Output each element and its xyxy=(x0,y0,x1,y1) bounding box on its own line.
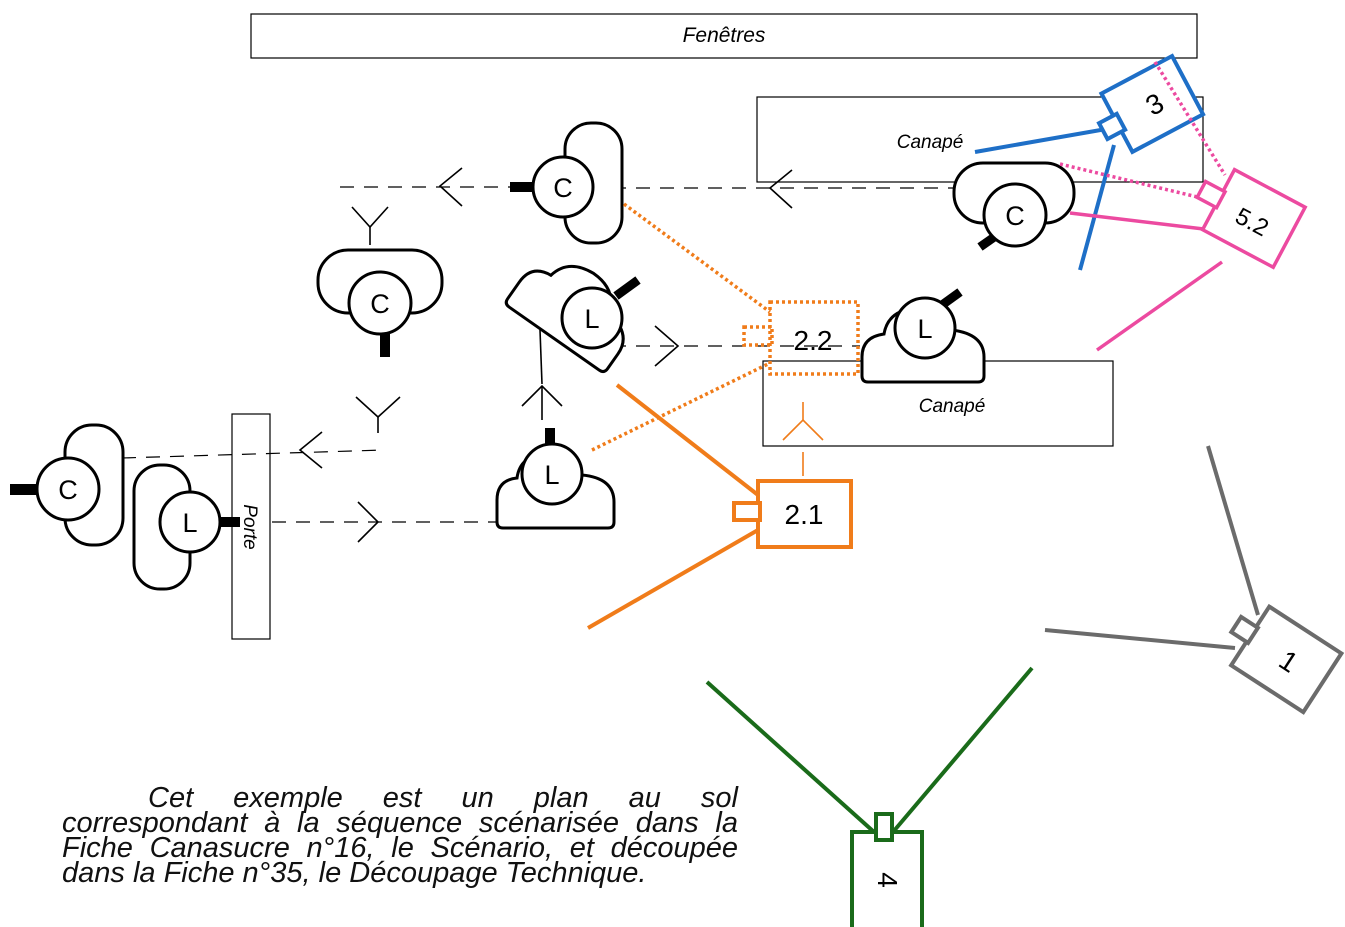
character-l: L xyxy=(495,428,616,530)
camera-4-label: 4 xyxy=(872,872,903,888)
chevron-down-icon xyxy=(351,206,389,229)
character-c: C xyxy=(316,248,444,357)
camera-2-2: 2.2 xyxy=(591,202,860,452)
character-c-label: C xyxy=(1005,201,1025,231)
chevron-right-icon xyxy=(357,501,380,543)
character-l-label: L xyxy=(917,314,932,344)
character-c-label: C xyxy=(553,173,573,203)
sofa-bottom-label: Canapé xyxy=(919,396,986,417)
character-l: L xyxy=(504,264,641,374)
movement-paths xyxy=(121,186,955,523)
character-l: L xyxy=(860,288,986,384)
chevron-right-icon xyxy=(654,325,680,367)
character-c: C xyxy=(510,121,624,245)
character-l-label: L xyxy=(544,460,559,490)
camera-4: 4 xyxy=(705,666,1034,927)
door-label: Porte xyxy=(239,504,260,549)
character-c-label: C xyxy=(58,475,78,505)
camera-2-1: 2.1 xyxy=(587,383,853,630)
sofa-top-label: Canapé xyxy=(897,132,964,153)
camera-1: 1 xyxy=(1044,445,1345,715)
windows-label: Fenêtres xyxy=(683,24,766,47)
camera-5-2: 5.2 xyxy=(1059,61,1308,352)
camera-2-1-label: 2.1 xyxy=(785,499,824,530)
character-c-label: C xyxy=(370,289,390,319)
character-l-label: L xyxy=(182,508,197,538)
camera-3: 3 xyxy=(974,53,1206,271)
character-c: C xyxy=(952,161,1076,251)
chevron-up-icon xyxy=(782,402,824,476)
chevron-left-icon xyxy=(438,167,463,207)
chevron-left-icon xyxy=(768,169,793,209)
character-l: L xyxy=(132,463,240,591)
path-chevrons xyxy=(298,167,793,543)
windows: Fenêtres xyxy=(250,13,1198,59)
camera-2-2-label: 2.2 xyxy=(794,325,833,356)
chevron-left-icon xyxy=(298,431,323,469)
caption-text: Cet exemple est un plan au sol correspon… xyxy=(62,782,738,889)
character-l-label: L xyxy=(584,304,599,334)
character-c: C xyxy=(10,423,125,547)
chevron-down-icon xyxy=(355,396,401,419)
